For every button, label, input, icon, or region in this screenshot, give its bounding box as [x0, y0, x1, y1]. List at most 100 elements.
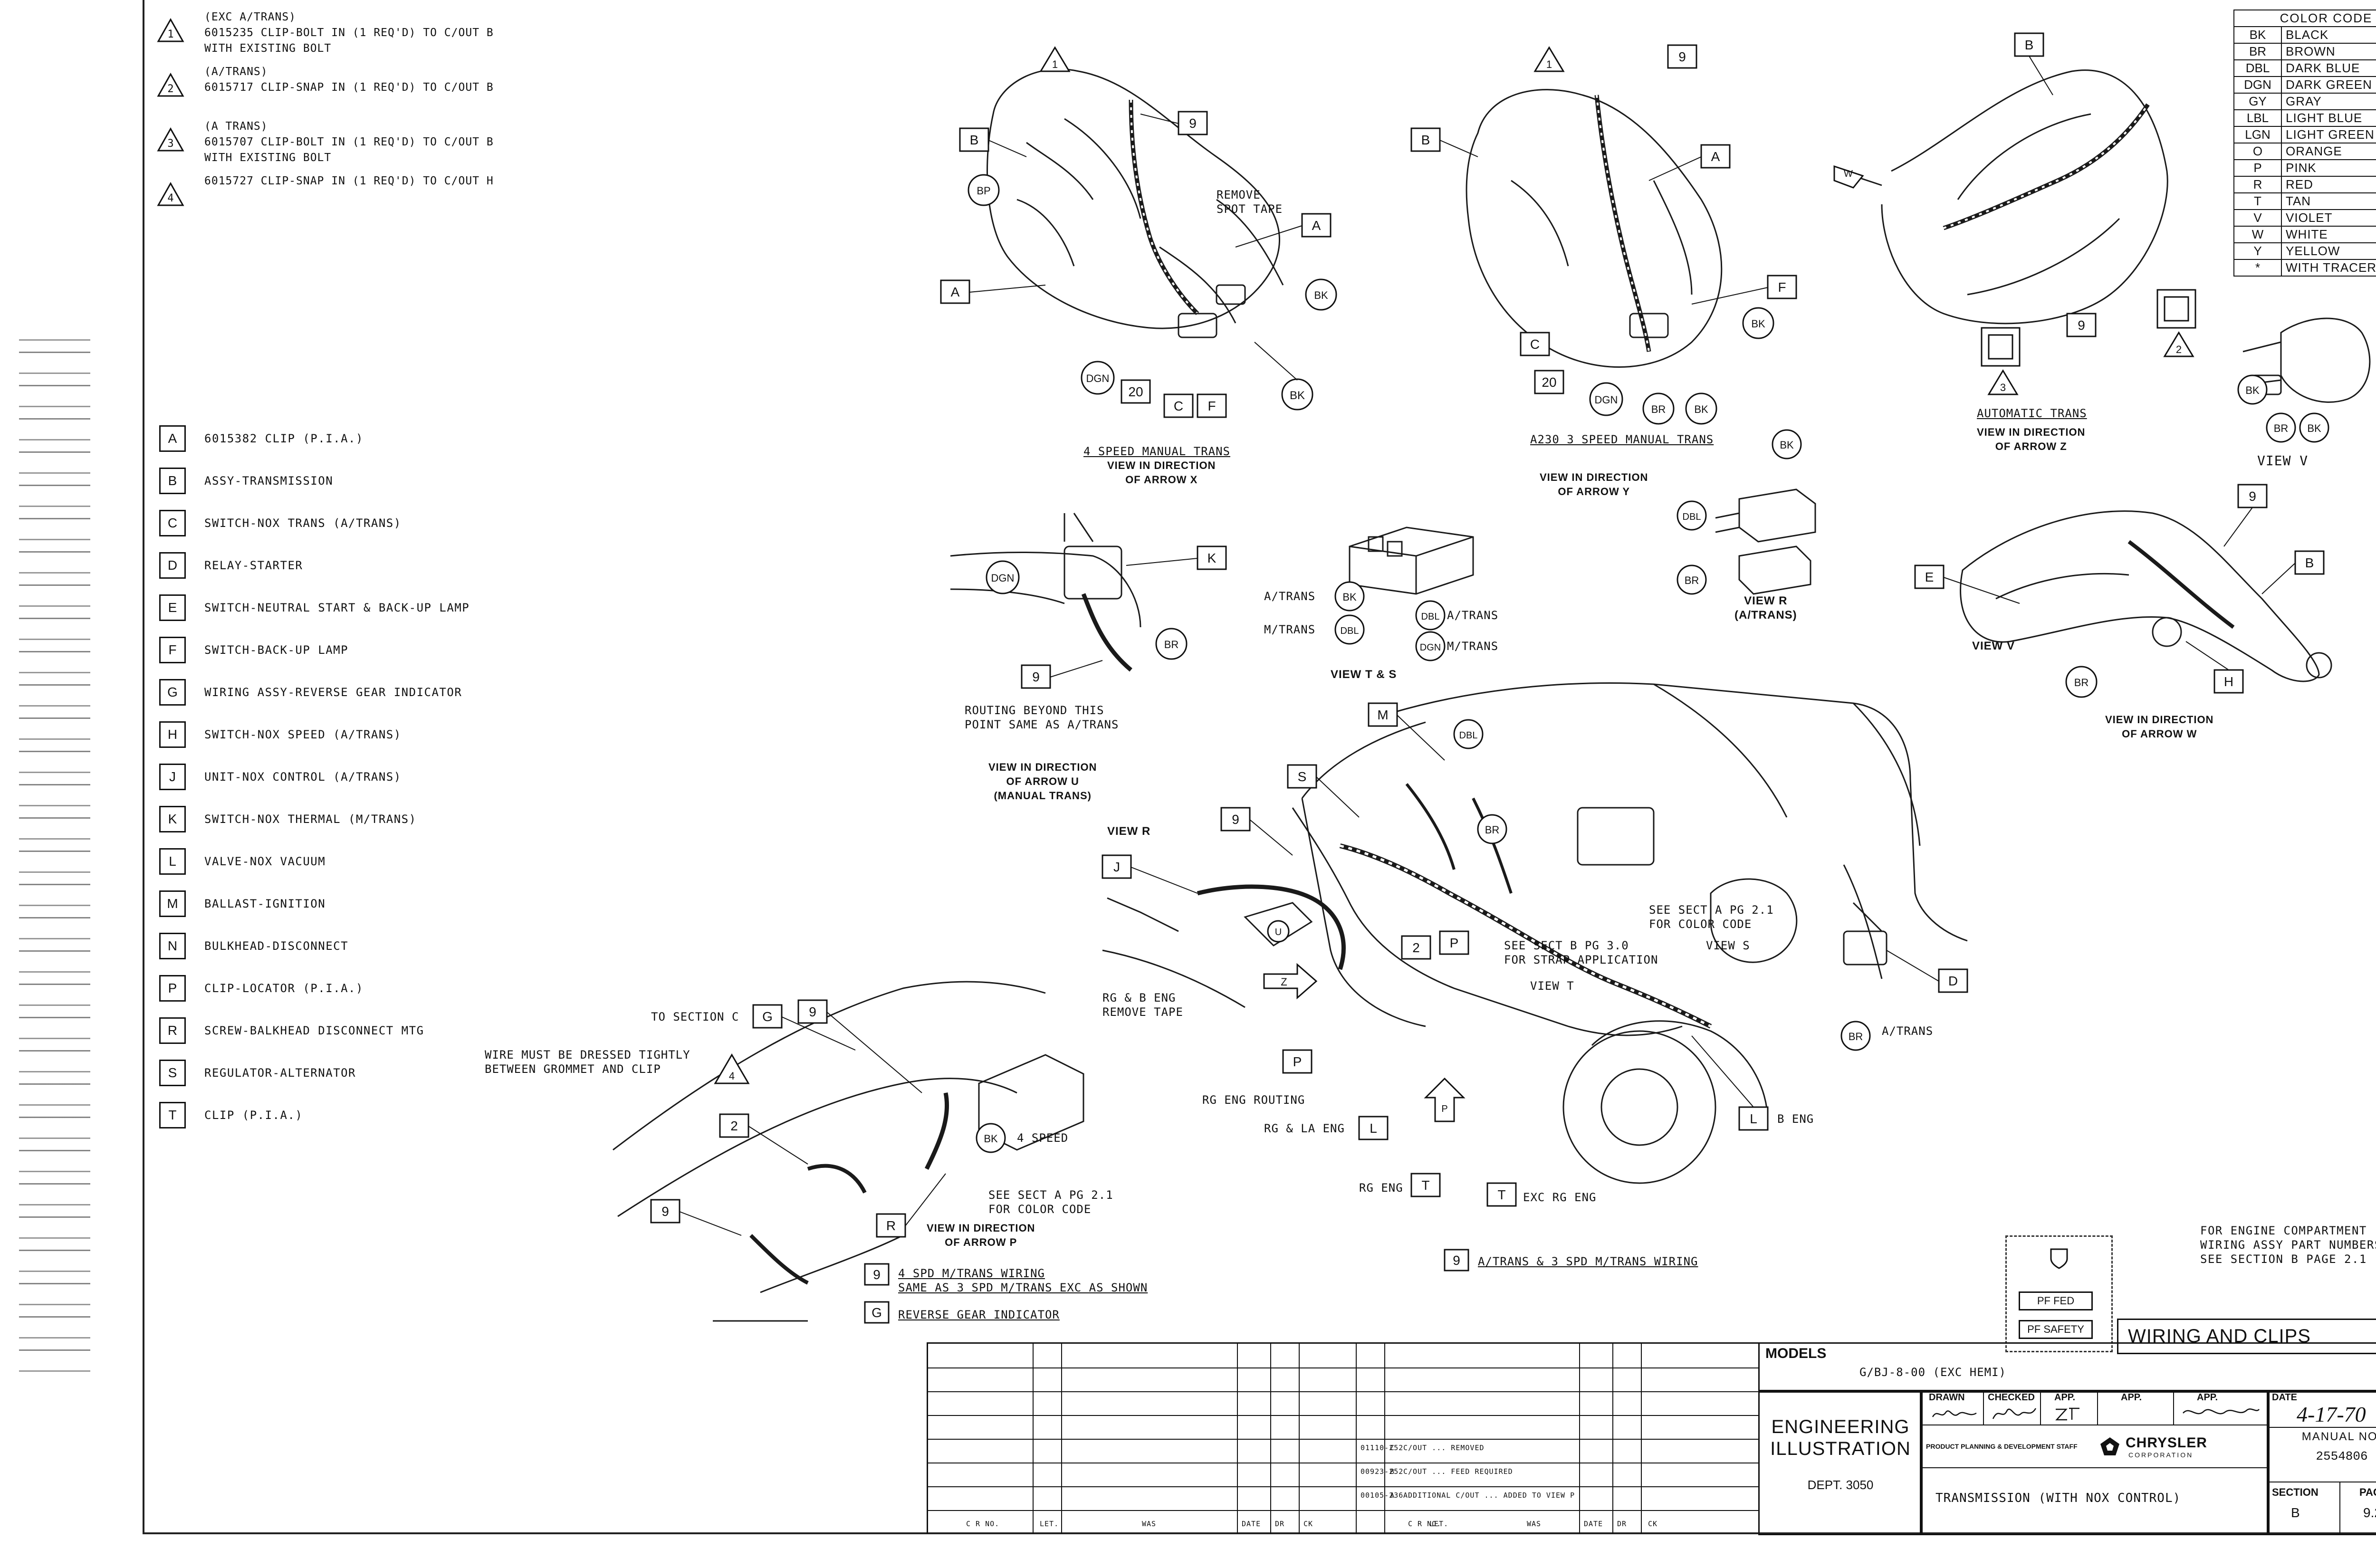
svg-text:DGN: DGN — [1086, 373, 1110, 384]
legend-text: RELAY-STARTER — [204, 559, 303, 572]
arrow-z-icon: Z — [1263, 963, 1318, 1000]
svg-text:G: G — [762, 1009, 773, 1024]
note-1: 1 (EXC A/TRANS) 6015235 CLIP-BOLT IN (1 … — [157, 10, 584, 55]
svg-text:W: W — [1844, 169, 1853, 179]
pentastar-logo-icon — [2100, 1437, 2119, 1455]
svg-text:K: K — [1207, 551, 1217, 565]
legend-key: E — [159, 594, 186, 621]
svg-text:T: T — [1421, 1178, 1429, 1193]
footer-was-2: WAS — [1527, 1520, 1542, 1528]
pf-safety-tag: PF SAFETY — [2019, 1320, 2093, 1339]
callout-box-e: E — [1914, 564, 1945, 589]
label-view-y-title: A230 3 SPEED MANUAL TRANS — [1530, 433, 1714, 446]
svg-text:C: C — [1530, 337, 1540, 352]
label-rg-eng: RG ENG — [1359, 1181, 1403, 1195]
callout-box-j: J — [1102, 854, 1132, 879]
svg-text:J: J — [1113, 860, 1120, 874]
legend-key: N — [159, 933, 186, 959]
signature-block: DRAWN CHECKED APP. APP. APP. PRODUCT PLA… — [1920, 1390, 2270, 1535]
footer-date-2: DATE — [1584, 1520, 1603, 1528]
svg-text:P: P — [1441, 1104, 1447, 1114]
models-label: MODELS — [1765, 1346, 1827, 1361]
engineering-illustration-title: ENGINEERING ILLUSTRATION — [1770, 1416, 1911, 1459]
chrysler-corporation: CORPORATION — [2128, 1451, 2194, 1459]
svg-text:BK: BK — [1694, 403, 1708, 415]
color-abbr: Y — [2233, 242, 2282, 260]
square-callout-2 — [2156, 289, 2196, 329]
svg-text:9: 9 — [1678, 49, 1686, 64]
manual-no-value: 2554806 — [2316, 1449, 2368, 1463]
footer-was: WAS — [1142, 1520, 1157, 1528]
callout-box-m: M — [1368, 702, 1398, 727]
color-abbr: DGN — [2233, 76, 2282, 94]
color-name: VIOLET — [2281, 209, 2376, 227]
checked-label: CHECKED — [1988, 1392, 2035, 1403]
wire-circle-bk4: BK — [1742, 307, 1774, 339]
svg-text:BK: BK — [1751, 318, 1765, 330]
change-text: C/OUT ... FEED REQUIRED — [1403, 1467, 1513, 1476]
callout-box-2: 2 — [1401, 935, 1431, 960]
engine-compartment-drawing — [1102, 682, 1968, 1184]
callout-box-p: P — [1439, 930, 1469, 955]
svg-text:9: 9 — [2249, 489, 2256, 504]
label-note-9-b: A/TRANS & 3 SPD M/TRANS WIRING — [1478, 1255, 1698, 1268]
page-value: 9.2 — [2363, 1505, 2376, 1520]
color-abbr: GY — [2233, 93, 2282, 110]
svg-text:9: 9 — [1189, 116, 1197, 131]
svg-text:F: F — [1778, 280, 1786, 295]
svg-text:9: 9 — [1232, 812, 1239, 827]
label-a-trans-1: A/TRANS — [1264, 590, 1316, 603]
label-see-sect-a-p: SEE SECT A PG 2.1 FOR COLOR CODE — [988, 1188, 1113, 1216]
wire-circle-bk7: BK — [1334, 581, 1365, 612]
shield-icon — [2050, 1248, 2068, 1269]
svg-text:4: 4 — [729, 1070, 735, 1082]
svg-text:20: 20 — [1542, 375, 1556, 390]
label-view-z-title: AUTOMATIC TRANS — [1977, 407, 2087, 420]
color-abbr: P — [2233, 159, 2282, 177]
label-rg-eng-routing: RG ENG ROUTING — [1202, 1093, 1305, 1107]
callout-box-9c: 9 — [2066, 313, 2097, 337]
view-w-drawing — [1960, 510, 2332, 682]
label-view-r: VIEW R — [1107, 825, 1151, 838]
view-y-drawing — [1466, 89, 1723, 368]
legend-key: F — [159, 637, 186, 663]
legend-text: BULKHEAD-DISCONNECT — [204, 939, 349, 953]
legend-text: UNIT-NOX CONTROL (A/TRANS) — [204, 770, 402, 784]
footer-let-2: LET. — [1429, 1520, 1449, 1528]
callout-box-b: B — [959, 127, 989, 152]
triangle-notes: 1 (EXC A/TRANS) 6015235 CLIP-BOLT IN (1 … — [157, 10, 584, 228]
svg-text:BK: BK — [1290, 389, 1305, 402]
svg-text:9: 9 — [873, 1267, 881, 1282]
svg-text:2: 2 — [2176, 344, 2182, 355]
wire-circle-dbl2: DBL — [1415, 600, 1446, 631]
svg-text:DGN: DGN — [991, 572, 1015, 584]
callout-box-d: D — [1938, 968, 1968, 993]
triangle-note-icon: 4 — [157, 182, 184, 207]
label-view-x-sub: VIEW IN DIRECTION OF ARROW X — [1107, 459, 1216, 486]
svg-text:T: T — [1497, 1187, 1505, 1202]
legend-key: K — [159, 806, 186, 832]
callout-box-20b: 20 — [1534, 370, 1564, 394]
callout-box-9b: 9 — [1667, 44, 1697, 69]
label-see-sect-b: SEE SECT B PG 3.0 FOR STRAP APPLICATION — [1504, 939, 1658, 966]
svg-text:20: 20 — [1128, 384, 1143, 399]
label-view-r-title: VIEW R (A/TRANS) — [1734, 594, 1797, 621]
section-value: B — [2291, 1505, 2300, 1520]
svg-text:B: B — [2305, 555, 2314, 570]
svg-text:P: P — [1450, 936, 1459, 950]
wiring-diagram: B 9 A A 20 C F BK DGN BP BK 1 B 9 A F C … — [613, 32, 2371, 1324]
svg-text:G: G — [872, 1305, 882, 1320]
triangle-callout-2: 2 — [2163, 331, 2194, 357]
color-abbr: BR — [2233, 43, 2282, 60]
svg-text:D: D — [1948, 974, 1958, 988]
wire-circle-bk: BK — [1281, 378, 1313, 411]
svg-text:B: B — [1421, 133, 1430, 147]
footer-ck: CK — [1303, 1520, 1313, 1528]
svg-text:BP: BP — [977, 185, 990, 197]
svg-text:C: C — [1174, 399, 1183, 413]
approval-signature — [2183, 1408, 2260, 1415]
svg-text:M: M — [1377, 708, 1388, 722]
checked-signature — [1992, 1408, 2037, 1419]
